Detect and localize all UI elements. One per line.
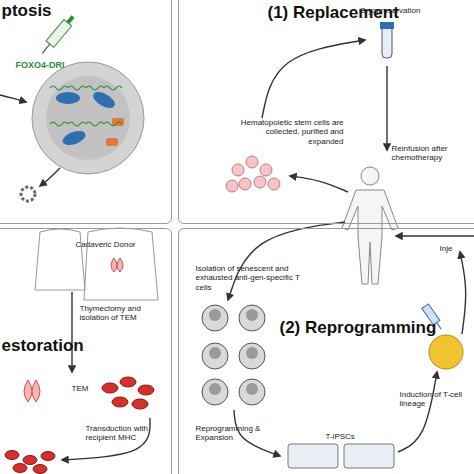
tem-cell xyxy=(23,456,37,465)
donor-torso xyxy=(84,228,158,300)
t-cell xyxy=(429,335,463,369)
peptide xyxy=(50,122,68,126)
step-label: Inje xyxy=(440,244,453,254)
flow-arrow xyxy=(0,95,26,102)
flow-arrow xyxy=(262,40,365,118)
cell-nucleus xyxy=(46,76,130,160)
thymus xyxy=(24,380,40,402)
t-cell-nucleus xyxy=(209,347,221,359)
panel: Isolation of senescent and exhausted ant… xyxy=(178,228,474,474)
t-cell xyxy=(239,343,265,369)
tube-cap xyxy=(380,22,394,29)
step-label: Hematopoietic stem cells are collected, … xyxy=(232,118,344,147)
t-cell-nucleus xyxy=(246,383,258,395)
flow-arrow xyxy=(40,168,60,186)
protein xyxy=(106,138,118,146)
step-label: Isolation of senescent and exhausted ant… xyxy=(196,264,316,293)
step-label: Transduction with recipient MHC xyxy=(86,424,166,443)
cryo-tube xyxy=(382,26,392,58)
tem-cell xyxy=(120,377,136,387)
stem-cell xyxy=(246,156,258,168)
step-label: Induction of T-cell lineage xyxy=(400,390,468,409)
donor-torso xyxy=(35,229,85,290)
step-label: Thymectomy and isolation of TEM xyxy=(80,304,166,323)
tem-cell xyxy=(5,451,19,460)
peptide xyxy=(50,86,68,90)
step-label: Cadaveric Donor xyxy=(76,240,166,250)
mitochondrion xyxy=(61,128,88,147)
panel-title: (2) Reprogramming xyxy=(280,318,437,338)
flow-arrow xyxy=(396,235,474,236)
culture-flask xyxy=(344,444,394,468)
stem-cell xyxy=(226,180,238,192)
tem-cell xyxy=(102,383,118,393)
tem-cell xyxy=(112,397,128,407)
t-cell-nucleus xyxy=(209,383,221,395)
panel-title: ptosis xyxy=(2,1,52,21)
panel: (1) ReplacementCryopreservationHematopoi… xyxy=(178,0,474,224)
stem-cell xyxy=(260,164,272,176)
panel: Cadaveric DonorThymectomy and isolation … xyxy=(0,228,172,474)
tem-cell xyxy=(13,464,27,473)
stem-cell xyxy=(268,178,280,190)
tem-cell xyxy=(41,452,55,461)
step-label: Reprogramming & Expansion xyxy=(196,424,270,443)
flow-arrow xyxy=(460,252,466,334)
panel: ptosisFOXO4-DRI xyxy=(0,0,172,224)
tem-cell xyxy=(33,465,47,474)
cell xyxy=(32,62,144,174)
peptide xyxy=(68,86,86,90)
peptide xyxy=(104,86,122,90)
t-cell xyxy=(239,379,265,405)
thymus xyxy=(111,258,123,272)
t-cell xyxy=(202,305,228,331)
flow-arrow xyxy=(234,410,280,456)
stem-cell xyxy=(239,178,251,190)
step-label: T-iPSCs xyxy=(326,432,355,442)
human-figure xyxy=(342,167,398,284)
step-label: Cryopreservation xyxy=(360,6,421,16)
peptide xyxy=(68,122,86,126)
t-cell-nucleus xyxy=(209,309,221,321)
syringe xyxy=(38,13,77,56)
step-label: FOXO4-DRI xyxy=(16,60,65,71)
peptide xyxy=(86,86,104,90)
tem-cell xyxy=(132,399,148,409)
t-cell xyxy=(239,305,265,331)
step-label: TEM xyxy=(72,384,89,394)
peptide xyxy=(86,122,104,126)
panel-title: estoration xyxy=(2,336,84,356)
mitochondrion xyxy=(91,89,118,111)
t-cell-nucleus xyxy=(246,347,258,359)
flow-arrow xyxy=(386,66,387,150)
mitochondrion xyxy=(56,92,80,104)
stem-cell xyxy=(232,164,244,176)
culture-flask xyxy=(288,444,338,468)
flow-arrow xyxy=(290,176,348,192)
t-cell-nucleus xyxy=(246,309,258,321)
t-cell xyxy=(202,379,228,405)
flow-arrow xyxy=(398,372,437,452)
flow-arrow xyxy=(228,222,345,300)
debris xyxy=(21,187,35,201)
t-cell xyxy=(202,343,228,369)
peptide xyxy=(104,122,122,126)
step-label: Reinfusion after chemotherapy xyxy=(392,144,470,163)
flow-arrow xyxy=(71,292,72,372)
stem-cell xyxy=(254,176,266,188)
tem-cell xyxy=(138,385,154,395)
